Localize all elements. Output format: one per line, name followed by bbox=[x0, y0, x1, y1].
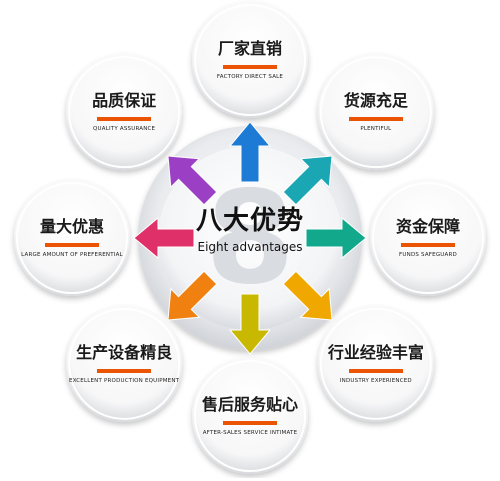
advantage-title: 售后服务贴心 bbox=[201, 395, 298, 414]
advantage-circle bbox=[317, 54, 434, 171]
advantage-title: 行业经验丰富 bbox=[327, 342, 424, 362]
advantage-circle bbox=[192, 358, 308, 474]
advantage-circle bbox=[66, 54, 183, 171]
advantage-title: 生产设备精良 bbox=[76, 342, 173, 362]
accent-rule bbox=[45, 243, 99, 247]
advantage-circle-highlight bbox=[372, 182, 484, 294]
advantage-circle-highlight bbox=[194, 4, 306, 116]
advantage-circle-highlight bbox=[319, 307, 432, 420]
advantage-title: 资金保障 bbox=[395, 217, 460, 236]
center-label: 八大优势 Eight advantages bbox=[175, 204, 325, 256]
direction-arrow-icon bbox=[282, 270, 333, 321]
advantage-title: 量大优惠 bbox=[39, 217, 104, 236]
direction-arrow-icon bbox=[305, 216, 367, 260]
advantage-factory-direct: 厂家直销 FACTORY DIRECT SALE bbox=[185, 0, 315, 125]
advantage-title: 厂家直销 bbox=[217, 39, 282, 58]
advantage-title: 品质保证 bbox=[92, 91, 157, 111]
advantage-circle-highlight bbox=[68, 307, 181, 420]
direction-arrow-icon bbox=[282, 155, 333, 206]
advantage-subtitle: FUNDS SAFEGUARD bbox=[399, 252, 457, 258]
advantage-subtitle: AFTER-SALES SERVICE INTIMATE bbox=[202, 430, 298, 436]
advantage-circle bbox=[370, 180, 486, 296]
accent-rule bbox=[401, 243, 455, 247]
center-title: 八大优势 bbox=[195, 206, 304, 236]
advantage-circle-highlight bbox=[319, 56, 432, 169]
advantage-after-sales: 售后服务贴心 AFTER-SALES SERVICE INTIMATE bbox=[185, 351, 315, 481]
advantage-circle bbox=[192, 2, 308, 118]
direction-arrow-icon bbox=[167, 155, 218, 206]
advantage-quality-assurance: 品质保证 QUALITY ASSURANCE bbox=[59, 47, 189, 177]
advantage-circle bbox=[66, 305, 183, 422]
center-subtitle: Eight advantages bbox=[197, 240, 303, 254]
direction-arrow-icon bbox=[133, 216, 195, 260]
advantage-plentiful: 货源充足 PLENTIFUL bbox=[311, 47, 441, 177]
advantage-subtitle: PLENTIFUL bbox=[360, 126, 392, 133]
advantage-subtitle: QUALITY ASSURANCE bbox=[93, 126, 156, 133]
advantage-production-equipment: 生产设备精良 EXCELLENT PRODUCTION EQUIPMENT bbox=[59, 299, 189, 429]
accent-rule bbox=[348, 368, 403, 373]
accent-rule bbox=[97, 368, 152, 373]
advantage-subtitle: INDUSTRY EXPERIENCED bbox=[339, 377, 412, 384]
advantage-circle bbox=[317, 305, 434, 422]
direction-arrow-icon bbox=[167, 270, 218, 321]
accent-rule bbox=[97, 117, 152, 122]
advantage-subtitle: LARGE AMOUNT OF PREFERENTIAL bbox=[21, 252, 123, 258]
watermark-glyph: 8 bbox=[205, 164, 294, 313]
advantage-preferential: 量大优惠 LARGE AMOUNT OF PREFERENTIAL bbox=[7, 173, 137, 303]
advantage-subtitle: EXCELLENT PRODUCTION EQUIPMENT bbox=[69, 377, 180, 384]
advantage-circle bbox=[14, 180, 130, 296]
direction-arrow-icon bbox=[228, 121, 272, 183]
advantage-industry-experienced: 行业经验丰富 INDUSTRY EXPERIENCED bbox=[311, 299, 441, 429]
advantage-subtitle: FACTORY DIRECT SALE bbox=[216, 74, 284, 80]
accent-rule bbox=[223, 421, 277, 425]
direction-arrow-icon bbox=[228, 293, 272, 355]
advantage-title: 货源充足 bbox=[343, 91, 408, 111]
accent-rule bbox=[223, 65, 277, 69]
advantage-circle-highlight bbox=[68, 56, 181, 169]
advantage-funds-safeguard: 资金保障 FUNDS SAFEGUARD bbox=[363, 173, 493, 303]
advantage-circle-highlight bbox=[194, 360, 306, 472]
accent-rule bbox=[348, 117, 403, 122]
advantage-circle-highlight bbox=[16, 182, 128, 294]
